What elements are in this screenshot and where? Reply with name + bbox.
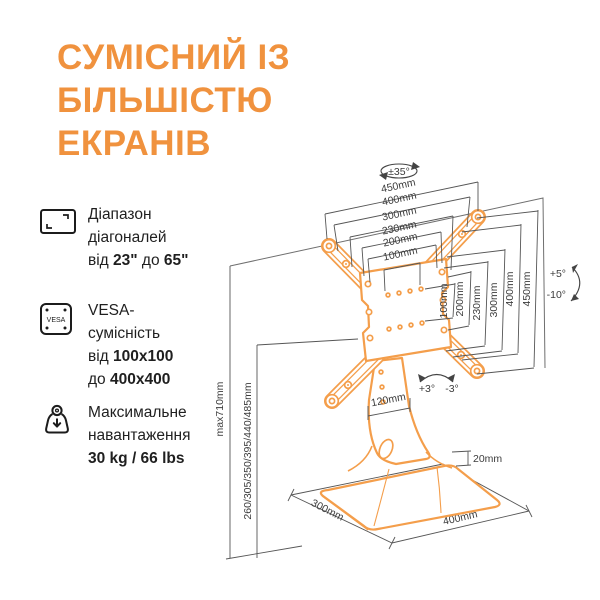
stand-column: [347, 356, 453, 472]
v-dim-100: 100mm: [438, 283, 450, 318]
feature-text-line: VESA-: [88, 302, 135, 319]
feature-text-line: Максимальне: [88, 404, 187, 421]
tilt-up-label: +5°: [550, 268, 566, 280]
tilt-indicator: +5° -10°: [547, 264, 581, 302]
feature-diagonal-range: Діапазон діагоналей від 23" до 65": [38, 203, 189, 272]
feature-text-line: Діапазон: [88, 206, 152, 223]
tilt-down-label: -10°: [547, 289, 566, 301]
swivel-indicator: +3° -3°: [418, 373, 459, 395]
feature-max-load: Максимальне навантаження 30 kg / 66 lbs: [38, 401, 190, 470]
title-line: ЕКРАНІВ: [57, 124, 212, 163]
v-dim-200: 200mm: [454, 281, 466, 316]
feature-text-line: від 100x100: [88, 348, 174, 365]
feature-text-line: від 23" до 65": [88, 252, 189, 269]
v-dim-450: 450mm: [521, 271, 533, 306]
cable-hole: [378, 438, 394, 460]
feature-text-line: сумісність: [88, 325, 161, 342]
vertical-dimensions: 100mm 200mm 230mm 300mm 400mm 450mm: [424, 209, 539, 375]
v-dim-230: 230mm: [471, 285, 483, 320]
feature-text-line: до 400x400: [88, 371, 171, 388]
base-thickness-dimension: 20mm: [451, 450, 502, 467]
arm-top-right: [423, 209, 486, 275]
page-title: СУМІСНИЙ ІЗ БІЛЬШІСТЮ ЕКРАНІВ: [57, 36, 290, 165]
feature-text: Діапазон діагоналей від 23" до 65": [88, 203, 189, 272]
arm-bottom-left: [324, 348, 385, 409]
v-dim-300: 300mm: [488, 282, 500, 317]
max-height-label: max710mm: [214, 381, 226, 436]
feature-vesa: VESA VESA-сумісність від 100x100 до 400x40…: [38, 299, 173, 391]
vesa-icon-text: VESA: [47, 317, 66, 324]
title-line: БІЛЬШІСТЮ: [57, 81, 273, 120]
height-levels-label: 260/305/350/395/440/485mm: [242, 382, 254, 519]
feature-text-line: навантаження: [88, 427, 191, 444]
swivel-right-label: -3°: [445, 383, 459, 395]
pan-rotation-indicator: ±35°: [379, 162, 420, 180]
vesa-plate: [358, 257, 453, 363]
screen-diagonal-icon: [38, 203, 78, 272]
base-plate: [319, 464, 501, 531]
feature-text-line: діагоналей: [88, 229, 167, 246]
base-thickness-label: 20mm: [473, 453, 502, 465]
feature-text-line: 30 kg / 66 lbs: [88, 450, 185, 467]
weight-icon: [38, 401, 78, 470]
pan-label: ±35°: [388, 166, 410, 178]
vesa-plate-holes: [364, 268, 448, 342]
feature-text: Максимальне навантаження 30 kg / 66 lbs: [88, 401, 190, 470]
height-dimensions: max710mm 260/305/350/395/440/485mm: [214, 266, 359, 560]
v-dim-400: 400mm: [504, 271, 516, 306]
title-line: СУМІСНИЙ ІЗ: [57, 38, 291, 77]
swivel-left-label: +3°: [419, 383, 435, 395]
horizontal-dimensions: 450mm 400mm 300mm 230mm 200mm 100mm: [324, 177, 479, 292]
feature-text: VESA-сумісність від 100x100 до 400x400: [88, 299, 173, 391]
vesa-icon: VESA: [38, 299, 78, 391]
